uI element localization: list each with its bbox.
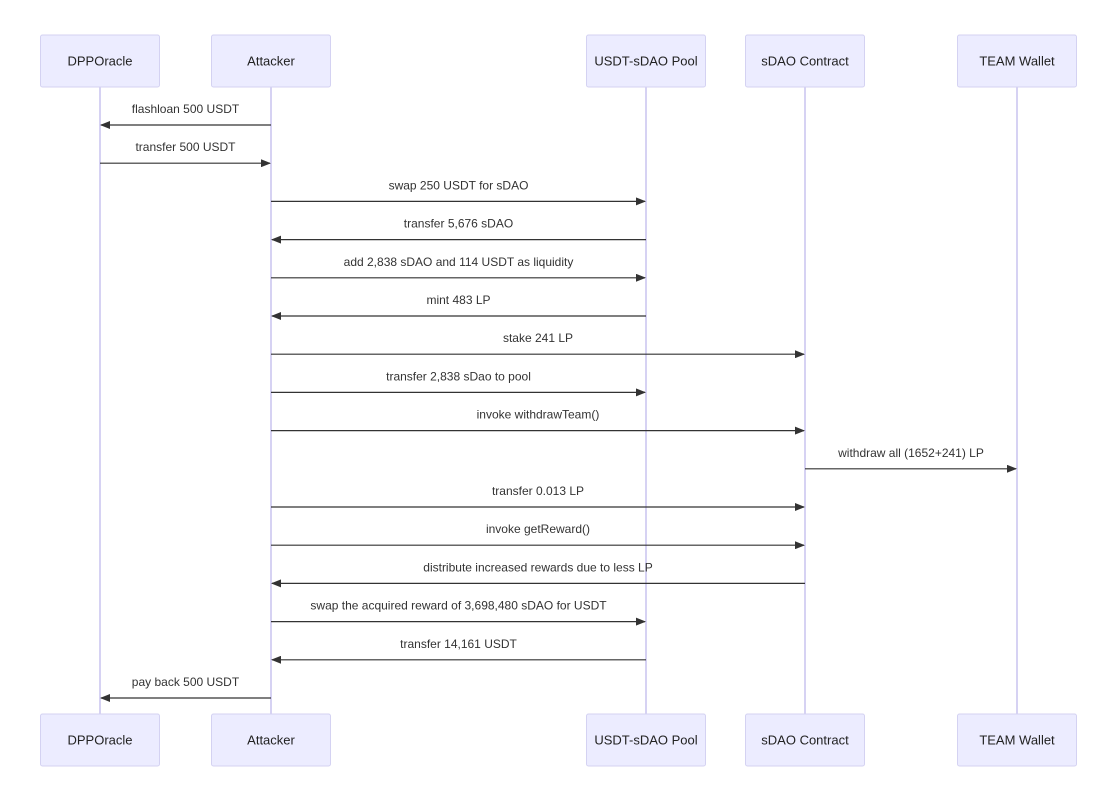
message-7: stake 241 LP: [271, 331, 805, 359]
message-13: distribute increased rewards due to less…: [271, 560, 805, 588]
actor-box: [745, 34, 865, 88]
message-label: transfer 2,838 sDao to pool: [386, 369, 531, 383]
actor-label: Attacker: [247, 54, 295, 69]
message-label: transfer 5,676 sDAO: [404, 217, 513, 231]
actor-sdao-bottom: sDAO Contract: [745, 713, 865, 767]
lifelines: [99, 87, 1018, 714]
actor-box: [957, 34, 1077, 88]
actor-box: [40, 34, 160, 88]
actor-label: USDT-sDAO Pool: [594, 54, 697, 69]
message-3: swap 250 USDT for sDAO: [271, 178, 646, 206]
message-label: distribute increased rewards due to less…: [423, 560, 652, 574]
actor-box: [211, 34, 331, 88]
message-16: pay back 500 USDT: [100, 675, 271, 702]
message-1: flashloan 500 USDT: [100, 102, 271, 129]
message-label: swap the acquired reward of 3,698,480 sD…: [310, 599, 607, 613]
message-15: transfer 14,161 USDT: [271, 637, 646, 664]
actor-pool-top: USDT-sDAO Pool: [586, 34, 706, 88]
message-14: swap the acquired reward of 3,698,480 sD…: [271, 599, 646, 626]
actor-team-bottom: TEAM Wallet: [957, 713, 1077, 767]
message-8: transfer 2,838 sDao to pool: [271, 369, 646, 397]
actor-box: [586, 713, 706, 767]
message-2: transfer 500 USDT: [100, 140, 271, 168]
message-11: transfer 0.013 LP: [271, 484, 805, 511]
actor-attacker-bottom: Attacker: [211, 713, 331, 767]
message-label: transfer 14,161 USDT: [400, 637, 517, 651]
actor-dpp-top: DPPOracle: [40, 34, 160, 88]
message-label: pay back 500 USDT: [132, 675, 240, 689]
actor-label: DPPOracle: [67, 733, 132, 748]
message-label: transfer 500 USDT: [135, 140, 236, 154]
message-label: add 2,838 sDAO and 114 USDT as liquidity: [344, 255, 574, 269]
actor-label: Attacker: [247, 733, 295, 748]
message-label: stake 241 LP: [503, 331, 573, 345]
actor-team-top: TEAM Wallet: [957, 34, 1077, 88]
message-label: invoke getReward(): [486, 522, 590, 536]
message-label: invoke withdrawTeam(): [477, 408, 600, 422]
message-label: withdraw all (1652+241) LP: [837, 446, 984, 460]
actor-label: TEAM Wallet: [979, 54, 1055, 69]
actor-label: DPPOracle: [67, 54, 132, 69]
message-10: withdraw all (1652+241) LP: [805, 446, 1017, 473]
message-12: invoke getReward(): [271, 522, 805, 550]
actor-label: USDT-sDAO Pool: [594, 733, 697, 748]
message-9: invoke withdrawTeam(): [271, 408, 805, 435]
actors: DPPOracleDPPOracleAttackerAttackerUSDT-s…: [40, 34, 1077, 767]
actor-box: [586, 34, 706, 88]
actor-box: [957, 713, 1077, 767]
actor-label: TEAM Wallet: [979, 733, 1055, 748]
message-4: transfer 5,676 sDAO: [271, 217, 646, 244]
actor-label: sDAO Contract: [761, 733, 849, 748]
actor-box: [745, 713, 865, 767]
actor-label: sDAO Contract: [761, 54, 849, 69]
actor-box: [211, 713, 331, 767]
actor-sdao-top: sDAO Contract: [745, 34, 865, 88]
messages: flashloan 500 USDT transfer 500 USDT swap …: [100, 102, 1017, 702]
message-label: flashloan 500 USDT: [132, 102, 240, 116]
message-label: swap 250 USDT for sDAO: [389, 178, 529, 192]
actor-box: [40, 713, 160, 767]
actor-dpp-bottom: DPPOracle: [40, 713, 160, 767]
message-label: mint 483 LP: [426, 293, 490, 307]
message-5: add 2,838 sDAO and 114 USDT as liquidity: [271, 255, 646, 282]
actor-attacker-top: Attacker: [211, 34, 331, 88]
actor-pool-bottom: USDT-sDAO Pool: [586, 713, 706, 767]
message-6: mint 483 LP: [271, 293, 646, 320]
message-label: transfer 0.013 LP: [492, 484, 584, 498]
